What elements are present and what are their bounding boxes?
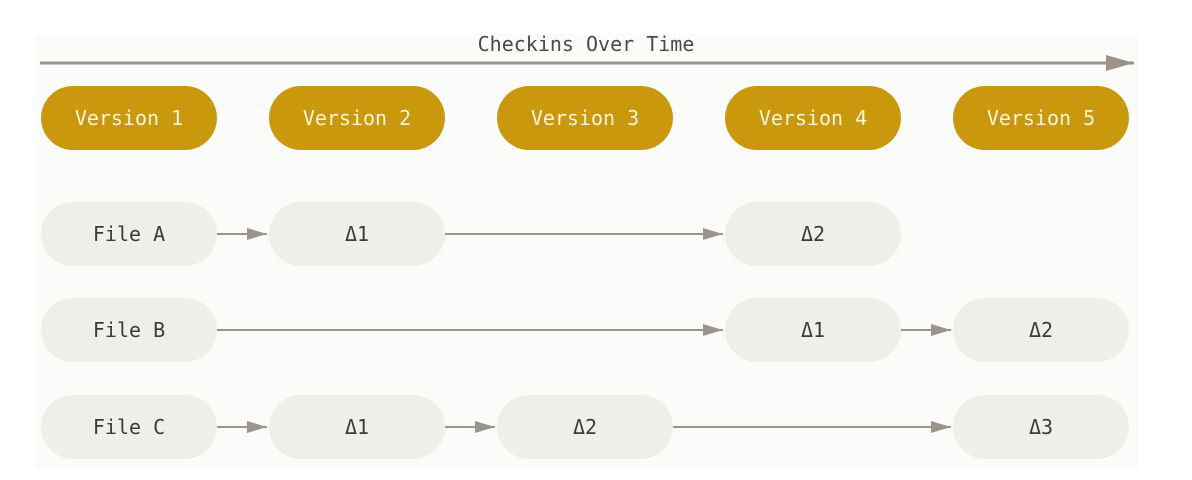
file-a-delta-v4: Δ2 [725, 202, 901, 266]
file-a-node: File A [41, 202, 217, 266]
version-pill-3: Version 3 [497, 86, 673, 150]
version-pill-5: Version 5 [953, 86, 1129, 150]
file-b-delta-v5: Δ2 [953, 298, 1129, 362]
version-pill-1: Version 1 [41, 86, 217, 150]
file-a-delta-v2: Δ1 [269, 202, 445, 266]
file-b-delta-v4: Δ1 [725, 298, 901, 362]
file-b-node: File B [41, 298, 217, 362]
file-c-delta-v3: Δ2 [497, 395, 673, 459]
version-pill-4: Version 4 [725, 86, 901, 150]
file-c-node: File C [41, 395, 217, 459]
timeline-title: Checkins Over Time [477, 32, 695, 56]
version-pill-2: Version 2 [269, 86, 445, 150]
file-c-delta-v2: Δ1 [269, 395, 445, 459]
file-c-delta-v5: Δ3 [953, 395, 1129, 459]
